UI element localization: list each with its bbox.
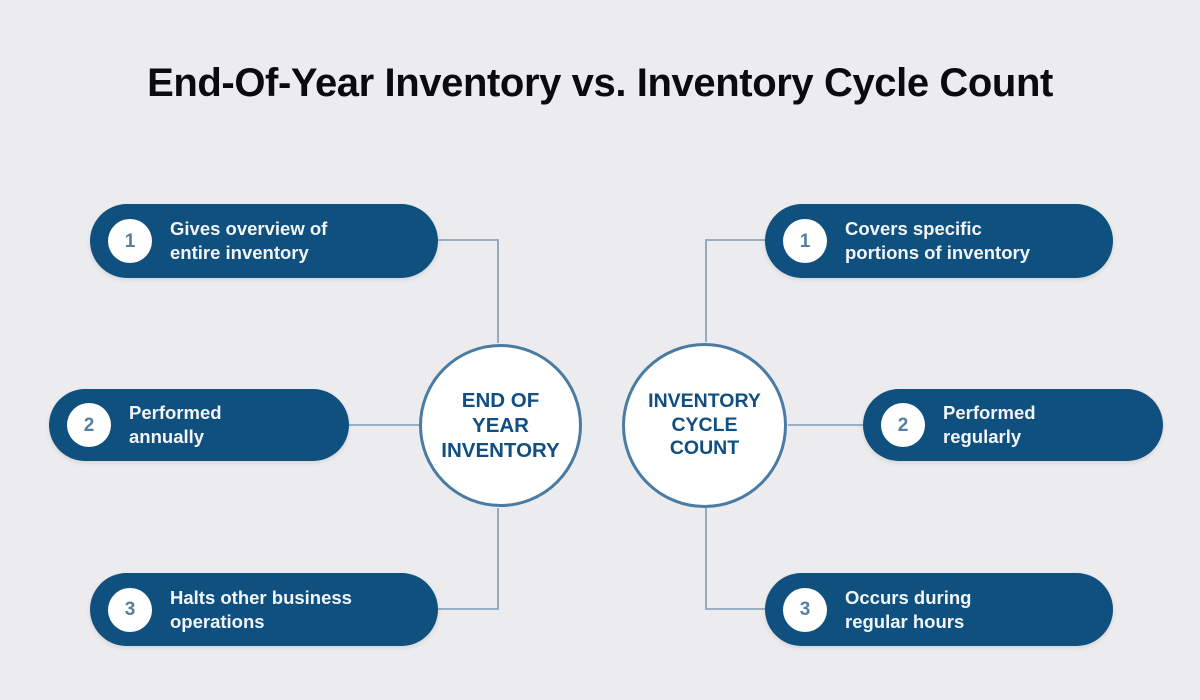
right-item-1-label: Covers specific portions of inventory (845, 218, 1030, 263)
left-item-1-number: 1 (108, 219, 152, 263)
left-item-3[interactable]: 3 Halts other business operations (90, 573, 438, 646)
right-item-1[interactable]: 1 Covers specific portions of inventory (765, 204, 1113, 278)
left-item-1-label: Gives overview of entire inventory (170, 218, 328, 263)
connector-right-3 (705, 508, 765, 610)
left-item-1[interactable]: 1 Gives overview of entire inventory (90, 204, 438, 278)
right-item-3[interactable]: 3 Occurs during regular hours (765, 573, 1113, 646)
hub-left-label: END OF YEAR INVENTORY (441, 389, 560, 462)
left-item-2[interactable]: 2 Performed annually (49, 389, 349, 461)
left-item-2-number: 2 (67, 403, 111, 447)
left-item-3-label: Halts other business operations (170, 586, 352, 632)
hub-inventory-cycle-count[interactable]: INVENTORY CYCLE COUNT (622, 343, 787, 508)
right-item-3-number: 3 (783, 587, 827, 632)
left-item-3-number: 3 (108, 587, 152, 632)
right-item-2[interactable]: 2 Performed regularly (863, 389, 1163, 461)
right-item-3-label: Occurs during regular hours (845, 586, 972, 632)
left-item-2-label: Performed annually (129, 402, 222, 447)
connector-right-1 (705, 239, 765, 342)
right-item-2-label: Performed regularly (943, 402, 1036, 447)
right-item-1-number: 1 (783, 219, 827, 263)
connector-left-1 (438, 239, 499, 343)
hub-right-label: INVENTORY CYCLE COUNT (648, 389, 761, 460)
connector-left-3 (438, 508, 499, 610)
hub-end-of-year-inventory[interactable]: END OF YEAR INVENTORY (419, 344, 582, 507)
right-item-2-number: 2 (881, 403, 925, 447)
page-title: End-Of-Year Inventory vs. Inventory Cycl… (147, 61, 1053, 105)
